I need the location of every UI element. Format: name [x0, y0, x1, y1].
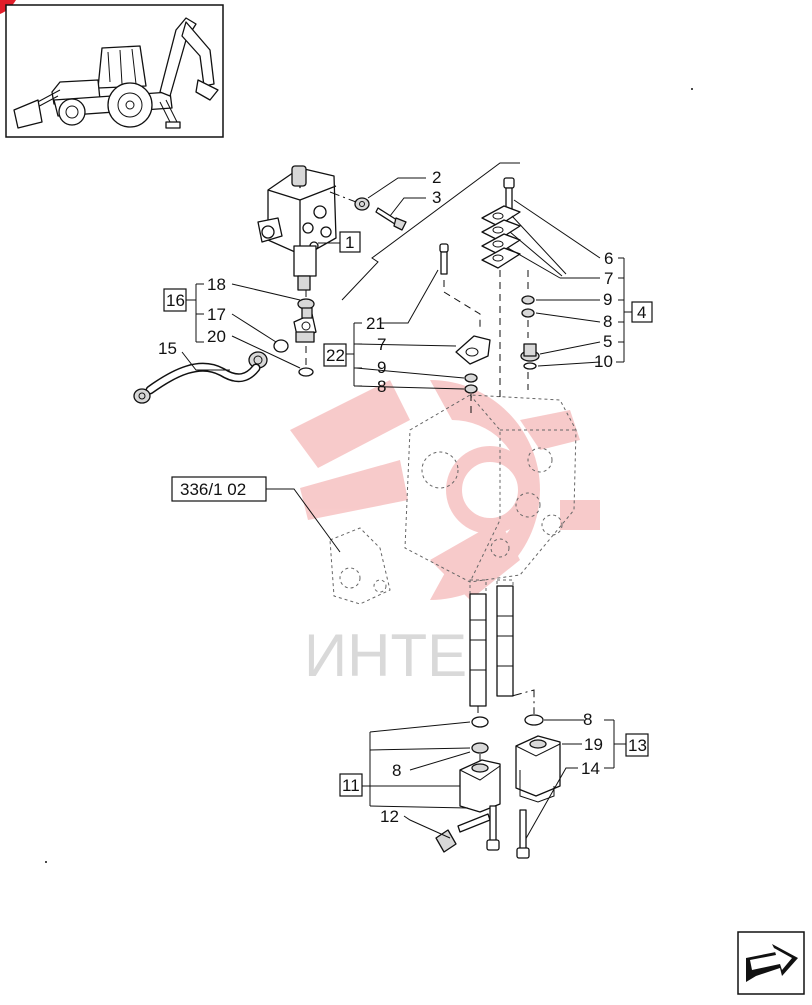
flange-part-7-center	[455, 335, 491, 365]
callout-6: 6	[604, 249, 613, 268]
seal-part-8-right	[521, 308, 535, 318]
callout-12: 12	[380, 807, 399, 826]
adapter-part-17	[293, 307, 317, 343]
callout-7-right: 7	[604, 269, 613, 288]
hose-part-15	[133, 362, 261, 404]
lever-pin	[457, 813, 491, 833]
callout-20: 20	[207, 327, 226, 346]
bolt-part-3	[375, 207, 407, 231]
callout-21: 21	[366, 314, 385, 333]
bolt-part-21	[439, 243, 449, 275]
seal-part-8-center	[464, 384, 478, 394]
callout-16: 16	[166, 291, 185, 310]
bolt-part-14	[516, 809, 530, 859]
callout-14: 14	[581, 759, 600, 778]
next-page-arrow-icon[interactable]	[737, 931, 805, 995]
callout-3: 3	[432, 188, 441, 207]
callout-1: 1	[345, 233, 354, 252]
callout-8-lower-left: 8	[392, 761, 401, 780]
valve-section-part-1	[257, 165, 337, 291]
washer-part-9-right	[521, 295, 535, 305]
bolt-part-12	[486, 805, 500, 851]
washer-part-20	[298, 367, 314, 377]
spools	[469, 585, 514, 707]
oring-lower-left-1	[471, 716, 489, 728]
callout-19: 19	[584, 735, 603, 754]
callout-13: 13	[628, 736, 647, 755]
cap-part-19	[515, 735, 561, 803]
callout-9-center: 9	[377, 358, 386, 377]
callout-4: 4	[637, 303, 646, 322]
plug-part-5	[520, 343, 540, 362]
callout-10: 10	[594, 352, 613, 371]
ring-part-17-small	[273, 339, 289, 353]
callout-17: 17	[207, 305, 226, 324]
callout-8-lower-right: 8	[583, 710, 592, 729]
callout-22: 22	[326, 346, 345, 365]
plates-parts-6-7	[481, 205, 521, 269]
backhoe-loader-icon	[5, 4, 224, 138]
gear-logo-watermark	[290, 380, 600, 600]
callout-8-center: 8	[377, 377, 386, 396]
callout-8-right: 8	[603, 312, 612, 331]
callout-11: 11	[342, 776, 360, 795]
washer-part-9-center	[464, 373, 478, 383]
oring-part-10	[523, 362, 537, 370]
callout-5: 5	[603, 332, 612, 351]
washer-lower-left	[471, 742, 489, 754]
cap-part-11	[459, 759, 501, 813]
reference-336-1-02: 336/1 02	[180, 480, 246, 499]
callout-9-right: 9	[603, 290, 612, 309]
callout-7-center: 7	[377, 335, 386, 354]
oring-part-8-lower-right	[524, 714, 544, 726]
callout-18: 18	[207, 275, 226, 294]
watermark-text: ИНТЕ	[304, 622, 467, 689]
callout-15: 15	[158, 339, 177, 358]
nut-part-2	[354, 197, 370, 211]
knob-part-12	[435, 829, 457, 853]
callout-2: 2	[432, 168, 441, 187]
